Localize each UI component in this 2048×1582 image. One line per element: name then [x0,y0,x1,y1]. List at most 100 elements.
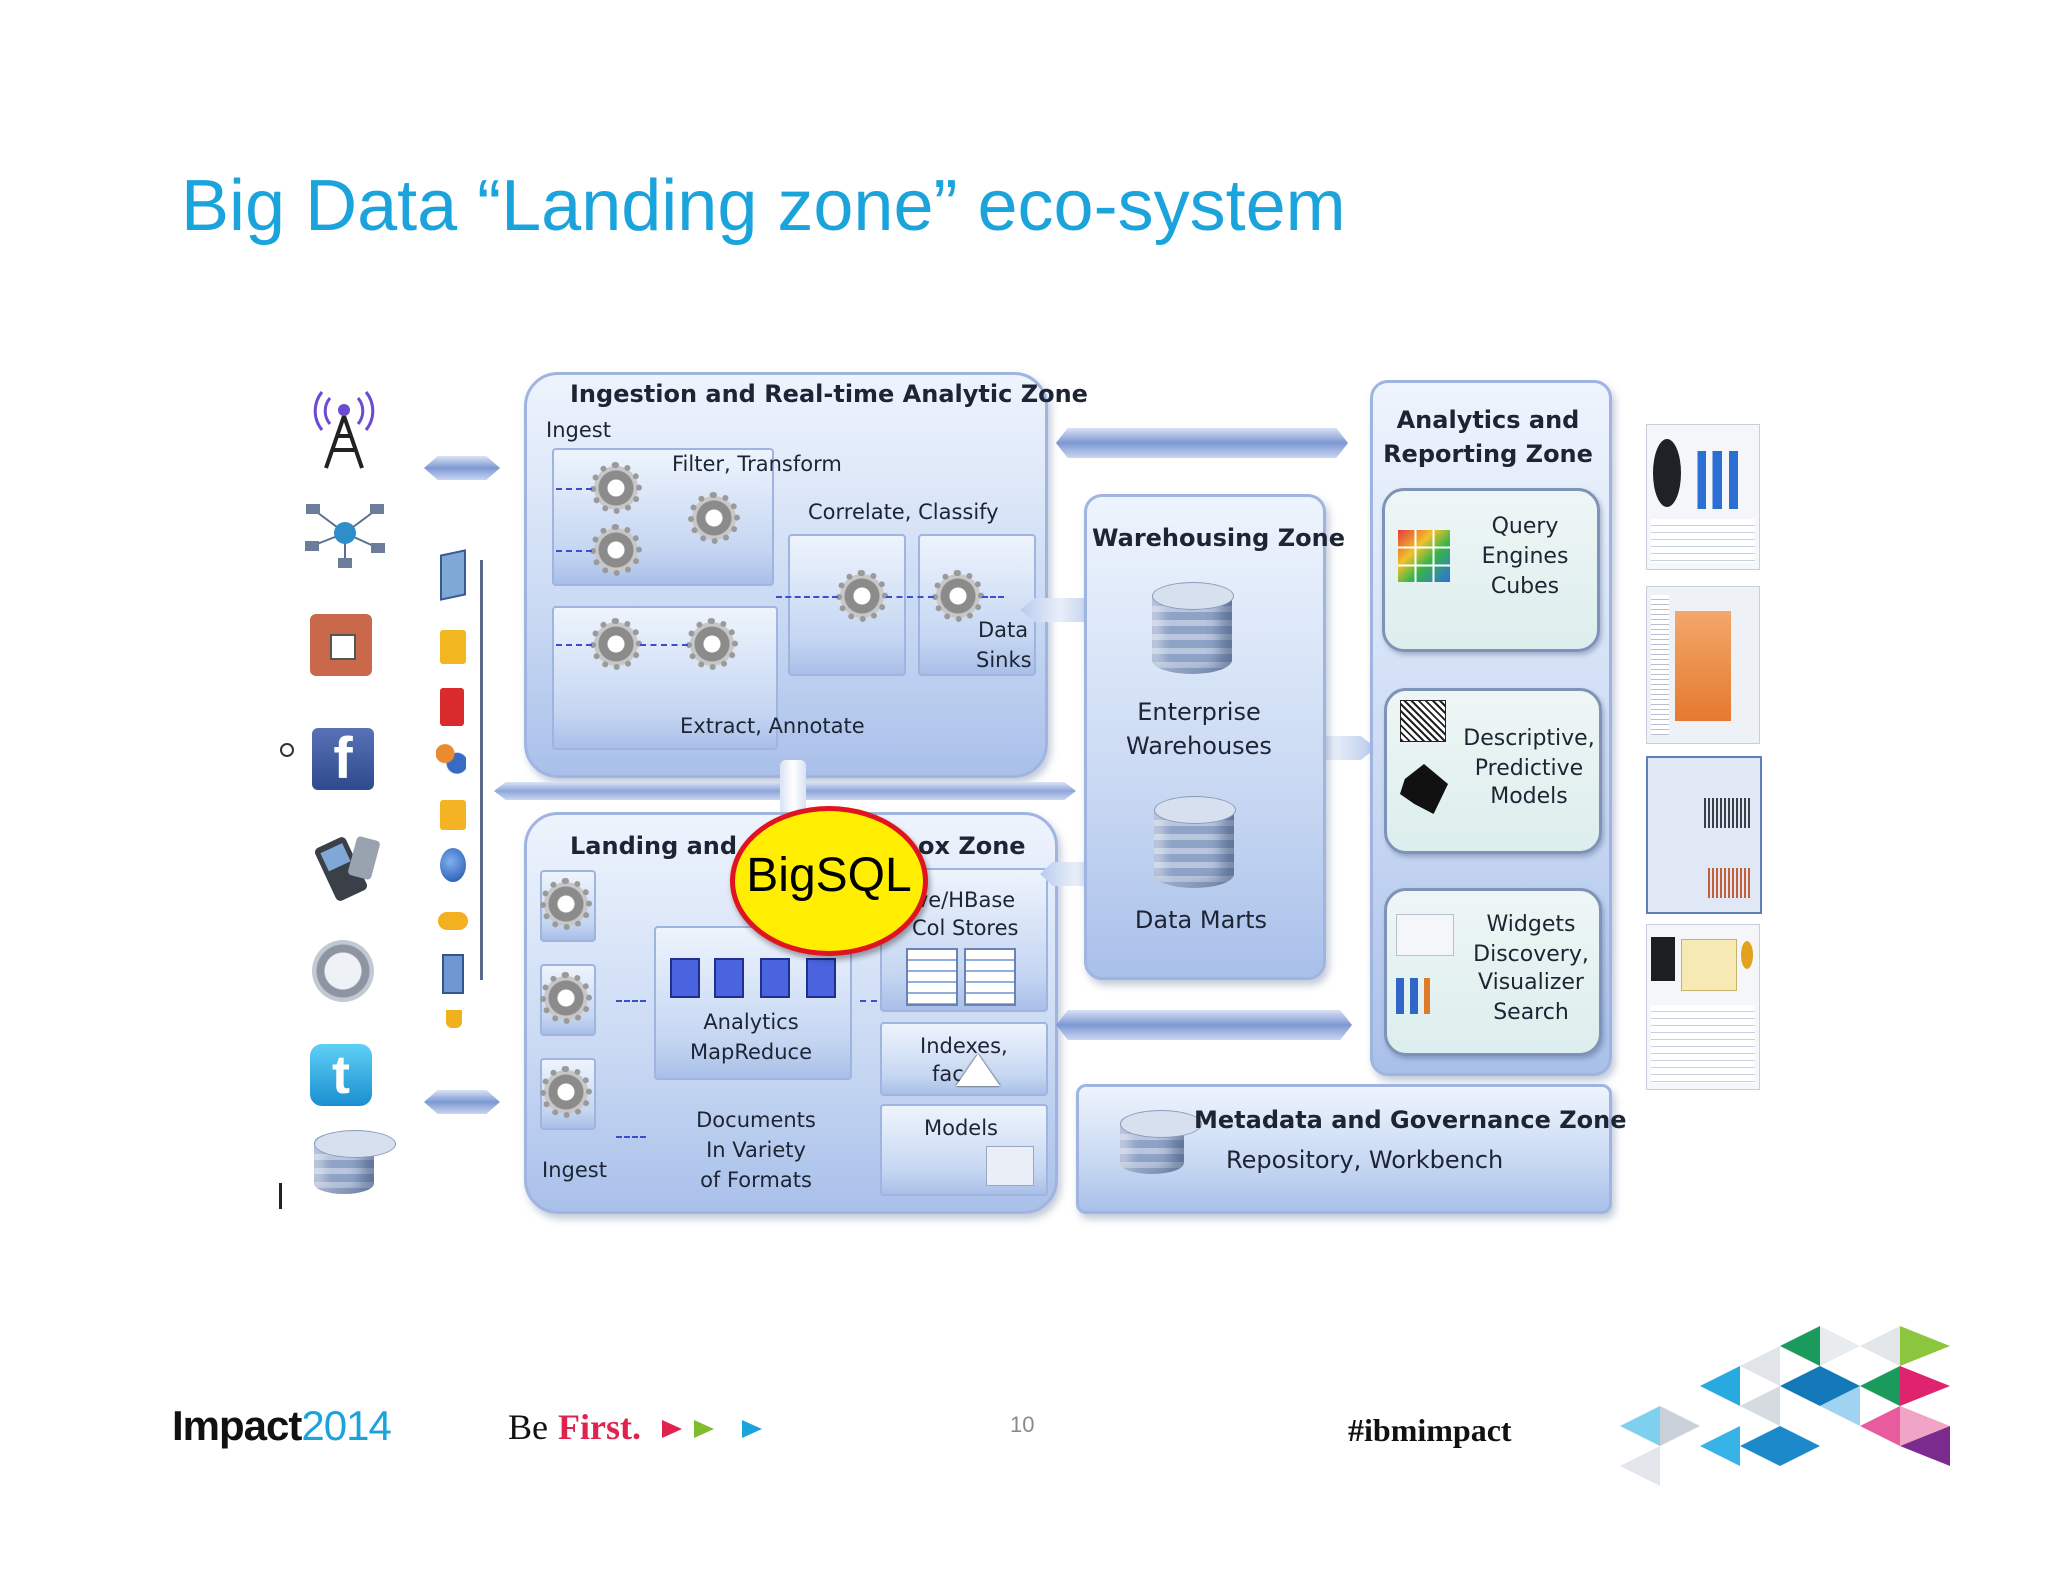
enterprise-warehouse-icon [1152,582,1234,674]
ingest-label-top: Ingest [546,418,611,442]
report-thumbnail [1646,924,1760,1090]
engines-label: Engines [1481,544,1569,569]
correlate-classify-label: Correlate, Classify [808,500,999,524]
line-chart-icon [1396,914,1454,956]
impact-logo: Impact2014 [172,1402,392,1450]
hashtag: #ibmimpact [1348,1412,1512,1448]
gear-icon [540,1066,592,1118]
double-arrow-top [424,456,500,480]
visualizer-label: Visualizer [1478,970,1584,995]
gear-icon [590,462,642,514]
bucket-icon [446,1010,462,1028]
hive-hbase-label: ive/HBase [910,888,1016,912]
mapreduce-blocks [668,958,838,998]
globe-icon [440,848,466,882]
first-text: First. [558,1407,641,1447]
report-thumbnail [1646,586,1760,744]
double-arrow-bottom [424,1090,500,1114]
network-icon [305,504,385,568]
landing-zone-title-right: ox Zone [918,832,1026,860]
documents-label: Documents [696,1108,816,1132]
formats-label: of Formats [700,1168,812,1192]
extract-panel [552,606,778,750]
report-thumbnail [1646,424,1760,570]
flow-line [616,1000,646,1002]
models-label: Models [1490,784,1568,809]
facebook-icon: f [312,728,374,790]
flow-line [982,596,1004,598]
models-label: Models [924,1116,998,1140]
block [670,958,700,998]
extract-annotate-label: Extract, Annotate [680,714,865,738]
mobile-phone-icon [314,836,380,901]
key-icon [438,912,468,930]
folder-icon [440,630,466,664]
predictive-label: Predictive [1474,756,1584,781]
gear-icon [540,972,592,1024]
play-arrow-icon [662,1420,682,1438]
filter-transform-label: Filter, Transform [672,452,842,476]
flow-line [616,1136,646,1138]
analytics-zone-title-1: Analytics and [1396,406,1580,434]
query-label: Query [1491,514,1559,539]
repository-database-icon [1120,1110,1202,1174]
bigsql-badge [730,806,928,956]
landing-zone-title-left: Landing and A [570,832,764,860]
metadata-zone-title: Metadata and Governance Zone [1194,1106,1627,1134]
flow-line [556,550,592,552]
database-icon [314,1130,396,1194]
mapreduce-label: MapReduce [690,1040,812,1064]
warehouses-label: Warehouses [1126,732,1272,760]
twitter-icon: t [310,1044,372,1106]
mail-icon [440,800,466,830]
data-label: Data [978,618,1029,642]
page-title: Big Data “Landing zone” eco-system [181,166,1346,246]
scatter-thumbnail [986,1146,1034,1186]
table-icon [964,948,1016,1006]
data-marts-label: Data Marts [1134,906,1268,934]
bar-chart-icon [1396,978,1456,1014]
document-icon [440,549,466,601]
block [714,958,744,998]
gear-icon [590,618,642,670]
gear-icon [688,492,740,544]
be-first-slogan: Be First. [508,1406,641,1448]
warehousing-zone [1084,494,1326,980]
connector-arrow [1056,1010,1352,1040]
flow-line [860,1000,888,1002]
rfid-tag-icon [310,614,372,676]
cubes-label: Cubes [1490,574,1560,599]
document-blue-icon [442,954,464,994]
search-label: Search [1493,1000,1569,1025]
source-icons-column: f t [290,380,400,1220]
smart-meter-icon [312,940,374,1002]
gear-icon [686,618,738,670]
flow-line [556,488,592,490]
metadata-zone-subtitle: Repository, Workbench [1226,1146,1504,1174]
ingestion-zone-title: Ingestion and Real-time Analytic Zone [570,380,1088,408]
table-icon [906,948,958,1006]
discovery-label: Discovery, [1473,942,1589,967]
report-thumbnail [1646,756,1762,914]
source-mini-icons [436,549,496,1032]
flow-line [640,644,688,646]
pdf-icon [440,688,464,726]
triangle-icon [956,1054,1000,1086]
col-stores-label: Col Stores [912,916,1019,940]
gear-icon [590,524,642,576]
widgets-label: Widgets [1486,912,1576,937]
sinks-label: Sinks [976,648,1032,672]
impact-year: 2014 [301,1402,391,1449]
surface-plot-icon [1400,700,1446,742]
enterprise-label: Enterprise [1137,698,1261,726]
bigsql-label: BigSQL [746,849,912,902]
mosaic-pattern-graphic [1620,1326,1950,1486]
analytics-label: Analytics [703,1010,799,1034]
cube-icon [1398,530,1450,582]
gear-icon [540,878,592,930]
antenna-icon [313,391,375,469]
vertical-connector [780,760,806,816]
block [760,958,790,998]
source-connector-bus [480,560,483,980]
descriptive-label: Descriptive, [1463,726,1595,751]
